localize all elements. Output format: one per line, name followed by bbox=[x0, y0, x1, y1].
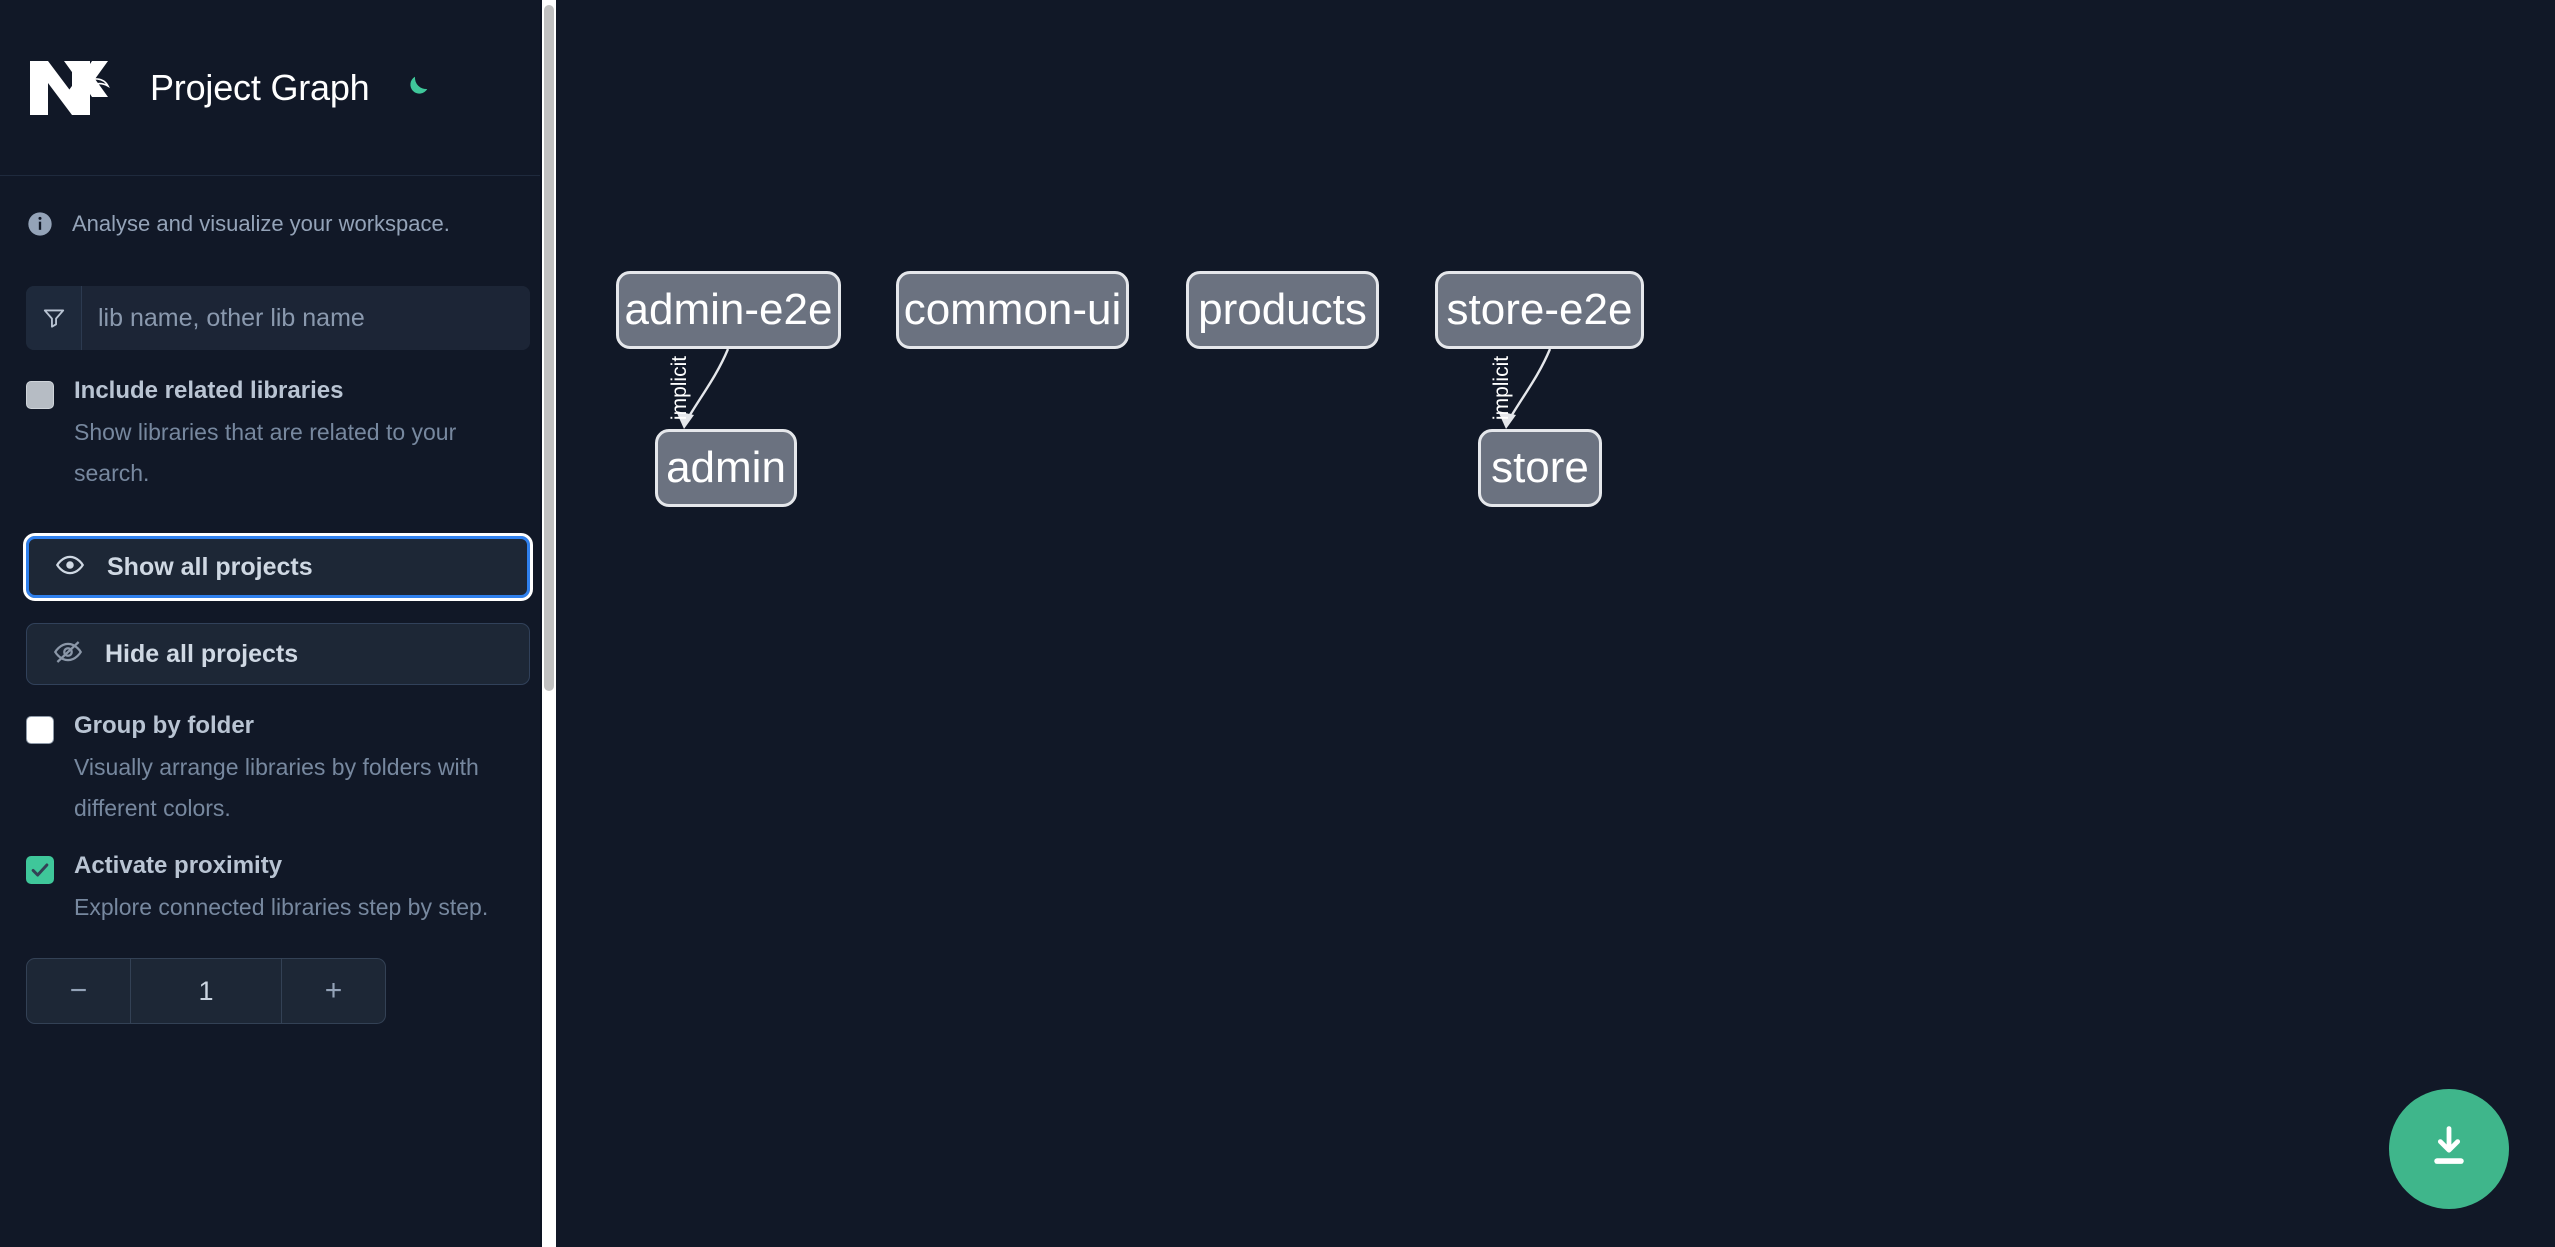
edge-label-implicit: implicit bbox=[1490, 356, 1513, 420]
graph-node-admin[interactable]: admin bbox=[655, 429, 797, 507]
download-icon bbox=[2423, 1121, 2475, 1178]
eye-off-icon bbox=[53, 637, 83, 672]
option-activate-proximity[interactable]: Activate proximity Explore connected lib… bbox=[0, 829, 556, 928]
graph-node-store[interactable]: store bbox=[1478, 429, 1602, 507]
proximity-value: 1 bbox=[198, 975, 214, 1006]
graph-node-products[interactable]: products bbox=[1186, 271, 1379, 349]
graph-node-common-ui[interactable]: common-ui bbox=[896, 271, 1129, 349]
proximity-decrement-button[interactable]: − bbox=[69, 974, 88, 1007]
edge-label-implicit: implicit bbox=[668, 356, 691, 420]
stepper-divider bbox=[281, 959, 282, 1023]
eye-icon bbox=[55, 550, 85, 585]
graph-canvas[interactable]: implicit implicit admin-e2e common-ui pr… bbox=[556, 0, 2555, 1247]
show-all-projects-button[interactable]: Show all projects bbox=[23, 533, 533, 601]
sidebar-scrollbar[interactable] bbox=[542, 0, 556, 1247]
sidebar-scrollbar-thumb[interactable] bbox=[544, 5, 554, 691]
graph-node-label: common-ui bbox=[903, 285, 1122, 334]
graph-node-label: store bbox=[1491, 443, 1589, 492]
option-title: Activate proximity bbox=[74, 852, 283, 879]
group-by-folder-checkbox[interactable] bbox=[26, 716, 54, 744]
moon-icon[interactable] bbox=[396, 68, 436, 108]
include-related-libraries-checkbox[interactable] bbox=[26, 381, 54, 409]
sidebar-edge bbox=[540, 0, 542, 1247]
stepper-divider bbox=[130, 959, 131, 1023]
proximity-stepper[interactable]: − 1 + bbox=[26, 958, 386, 1024]
edge-store-e2e-to-store: implicit bbox=[1490, 348, 1552, 429]
search-input[interactable] bbox=[82, 286, 530, 350]
hide-all-projects-label: Hide all projects bbox=[105, 639, 299, 668]
show-all-projects-label: Show all projects bbox=[107, 552, 313, 581]
sidebar: Project Graph Analyse and visualize yo bbox=[0, 0, 556, 1247]
nx-logo-icon bbox=[26, 57, 122, 119]
page-title: Project Graph bbox=[150, 66, 370, 108]
graph-edges: implicit implicit bbox=[668, 348, 1552, 429]
option-description: Explore connected libraries step by step… bbox=[74, 894, 489, 920]
edge-admin-e2e-to-admin: implicit bbox=[668, 348, 730, 429]
hide-all-projects-button[interactable]: Hide all projects bbox=[26, 623, 530, 685]
sidebar-header: Project Graph bbox=[0, 0, 556, 176]
option-description: Visually arrange libraries by folders wi… bbox=[74, 754, 479, 821]
option-title: Group by folder bbox=[74, 712, 254, 739]
activate-proximity-checkbox[interactable] bbox=[26, 856, 54, 884]
graph-node-store-e2e[interactable]: store-e2e bbox=[1435, 271, 1644, 349]
workspace-info: Analyse and visualize your workspace. bbox=[0, 176, 556, 268]
graph-node-admin-e2e[interactable]: admin-e2e bbox=[616, 271, 841, 349]
option-description: Show libraries that are related to your … bbox=[74, 419, 457, 486]
proximity-increment-button[interactable]: + bbox=[324, 974, 343, 1007]
info-circle-icon bbox=[26, 210, 54, 238]
option-title: Include related libraries bbox=[74, 377, 344, 404]
search-field[interactable] bbox=[26, 286, 530, 350]
download-graph-button[interactable] bbox=[2389, 1089, 2509, 1209]
graph-node-label: admin-e2e bbox=[624, 285, 833, 334]
option-group-by-folder[interactable]: Group by folder Visually arrange librari… bbox=[0, 685, 556, 829]
graph-node-label: store-e2e bbox=[1446, 285, 1633, 334]
workspace-info-text: Analyse and visualize your workspace. bbox=[72, 211, 450, 236]
option-include-related-libraries[interactable]: Include related libraries Show libraries… bbox=[0, 350, 556, 494]
graph-node-label: admin bbox=[666, 443, 786, 492]
graph-node-label: products bbox=[1198, 285, 1367, 334]
filter-funnel-icon bbox=[26, 286, 82, 350]
